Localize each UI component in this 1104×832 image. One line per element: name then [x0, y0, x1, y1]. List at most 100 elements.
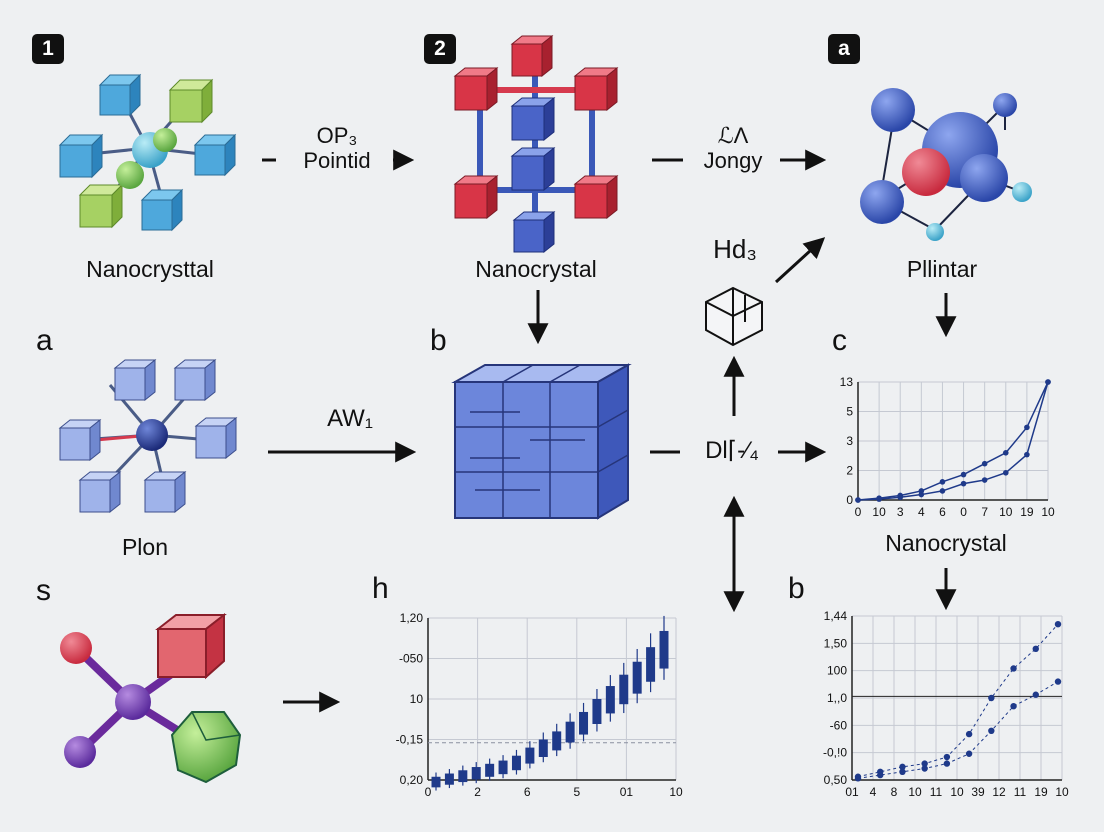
- arrow-label-jongy-line2: Jongy: [703, 148, 763, 173]
- data-point: [939, 479, 946, 485]
- bar: [538, 739, 548, 757]
- arrow-label-op3-line2: Pointid: [303, 148, 371, 173]
- data-point: [943, 760, 951, 767]
- caption-pllintar: Pllintar: [906, 256, 978, 282]
- arrow-label-op3-line1: OP₃: [316, 123, 358, 148]
- panel-letter-b-lower: b: [788, 572, 805, 605]
- nanocrystal-cluster-1: [58, 73, 237, 232]
- x-tick-label: 0: [425, 785, 432, 799]
- bar: [552, 731, 562, 751]
- data-point: [960, 480, 967, 487]
- x-tick-label: 19: [1034, 785, 1048, 799]
- data-point: [1002, 469, 1009, 476]
- bar: [565, 721, 575, 743]
- sphere-cyan-bottom: [926, 223, 944, 241]
- cube-blue-3: [193, 133, 237, 177]
- sphere-blue-lower: [860, 180, 904, 224]
- data-point: [918, 491, 925, 498]
- data-point: [981, 460, 988, 467]
- cube-red-bottom-right: [573, 174, 619, 220]
- x-tick-label: 10: [950, 785, 964, 799]
- cube-lavender-3: [58, 418, 102, 462]
- cube-lavender-5: [78, 470, 122, 514]
- bar: [511, 755, 521, 771]
- data-point: [943, 753, 951, 761]
- x-tick-label: 5: [573, 785, 580, 799]
- sphere-green-b: [116, 161, 144, 189]
- cube-blue-4: [140, 188, 184, 232]
- x-tick-label: 39: [971, 785, 985, 799]
- x-tick-label: 12: [992, 785, 1006, 799]
- sphere-green-a: [153, 128, 177, 152]
- cube-lavender-1: [113, 358, 157, 402]
- bar: [458, 770, 468, 783]
- arrow-label-jongy-line1: ℒΛ: [717, 123, 749, 148]
- cube-blue-bottom: [512, 210, 556, 254]
- arrow-label-op3: OP₃ Pointid: [282, 123, 392, 173]
- data-point: [988, 694, 995, 702]
- y-tick-label: 13: [840, 375, 854, 389]
- arrow-diag-to-a: [774, 237, 826, 284]
- data-point: [921, 760, 928, 767]
- bar: [498, 760, 508, 775]
- cube-blue-upper: [510, 96, 556, 142]
- x-tick-label: 7: [981, 505, 988, 519]
- cube-lavender-4: [194, 416, 238, 460]
- data-point: [855, 497, 861, 503]
- data-point: [1054, 621, 1062, 628]
- x-tick-label: 0: [960, 505, 967, 519]
- x-tick-label: 3: [897, 505, 904, 519]
- arrow-label-aw1: AW₁: [327, 405, 373, 432]
- x-tick-label: 10: [872, 505, 886, 519]
- panel-letter-s: s: [36, 574, 51, 607]
- flow-arrows: [262, 149, 957, 713]
- data-point: [939, 488, 946, 494]
- caption-nanocrystal-right: Nanocrystal: [885, 530, 1007, 556]
- arrow-label-dl14: Dl⌈-⁄₄: [705, 437, 759, 464]
- sphere-blue-small: [993, 93, 1017, 117]
- sphere-cyan-right: [1012, 182, 1032, 202]
- y-tick-label: -050: [399, 652, 423, 666]
- y-tick-label: 1,50: [824, 636, 848, 650]
- cube-blue-1: [98, 73, 142, 117]
- panel-letter-a: a: [36, 324, 53, 357]
- sphere-blue-right: [960, 154, 1008, 202]
- data-point: [899, 768, 906, 775]
- panel-letter-b: b: [430, 324, 447, 357]
- y-tick-label: 0,20: [400, 773, 424, 787]
- bar: [485, 763, 495, 777]
- y-tick-label: 0,50: [824, 773, 848, 787]
- bar: [525, 747, 535, 764]
- molecule-s: [60, 612, 242, 784]
- y-tick-label: 0: [846, 493, 853, 507]
- y-tick-label: -0,!0: [823, 746, 847, 760]
- caption-plon: Plon: [121, 534, 169, 560]
- data-point: [965, 750, 973, 757]
- step-badge-1: 1: [32, 34, 64, 64]
- x-tick-label: 11: [1014, 785, 1027, 799]
- bar: [444, 773, 454, 785]
- data-point: [981, 477, 988, 483]
- y-tick-label: 5: [846, 405, 853, 419]
- y-tick-label: 1,20: [400, 611, 424, 625]
- data-point: [1010, 703, 1017, 710]
- data-point: [921, 765, 928, 772]
- cube-blue-2: [58, 133, 104, 179]
- data-point: [877, 771, 884, 779]
- plon-cluster: [58, 358, 238, 514]
- bar: [646, 647, 656, 682]
- cube-red-left: [453, 66, 499, 112]
- x-tick-label: 4: [918, 505, 925, 519]
- data-point: [876, 496, 882, 502]
- y-tick-label: 10: [410, 692, 424, 706]
- polyhedron-green: [170, 711, 242, 784]
- bar: [605, 686, 615, 714]
- cube-red-bottom-left: [453, 174, 499, 220]
- bar: [659, 630, 669, 669]
- y-tick-label: 1,,0: [827, 691, 847, 705]
- nanocrystal-frame-2: [453, 34, 619, 254]
